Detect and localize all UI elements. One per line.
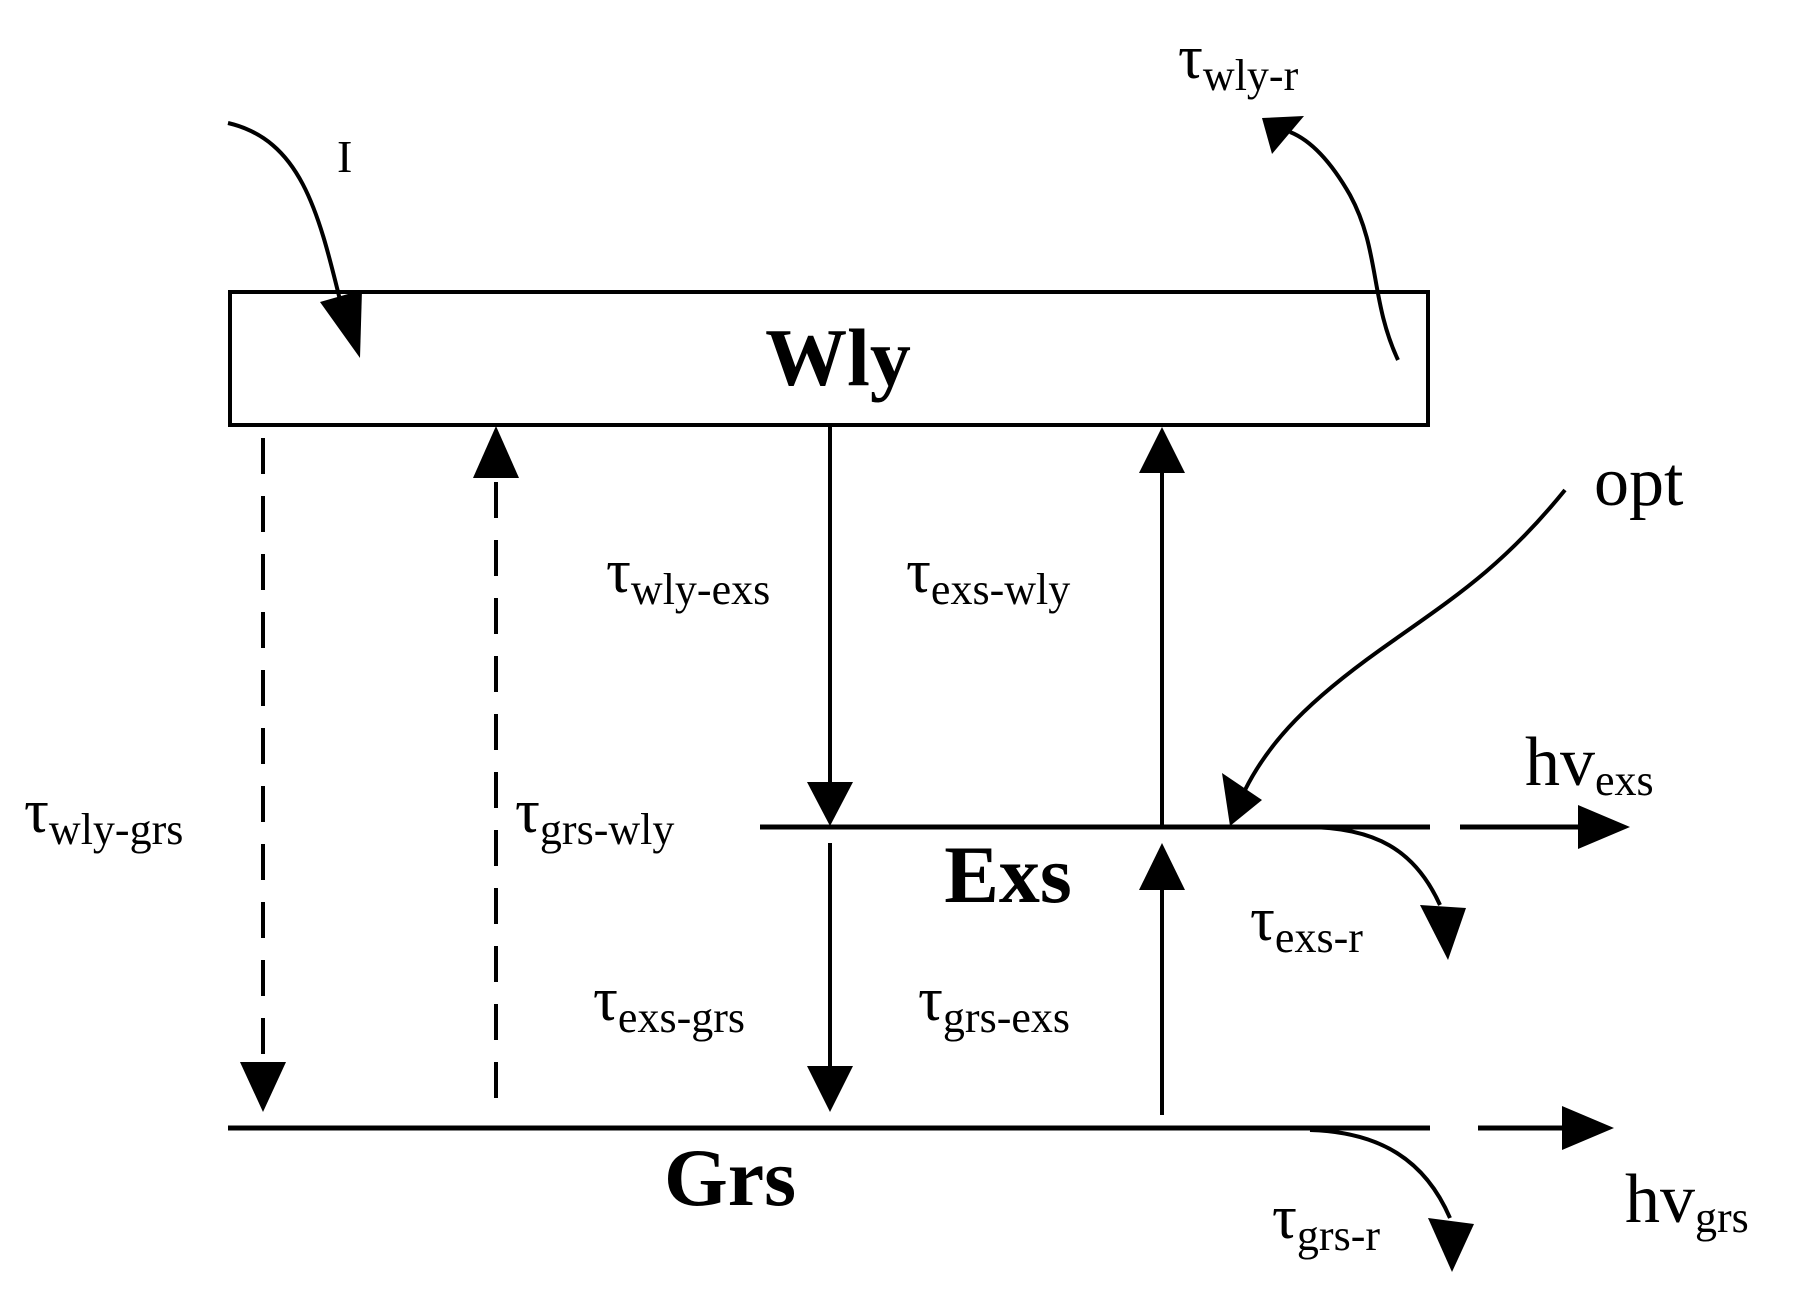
current-label: I — [337, 131, 352, 182]
grs-r-arrowhead — [1428, 1218, 1474, 1272]
exs-wly-arrowhead — [1139, 427, 1185, 473]
wly-grs-arrowhead — [240, 1062, 286, 1112]
tau-exs-grs-label: τexs-grs — [593, 966, 745, 1042]
exs-emission-arrowhead — [1578, 805, 1630, 849]
wly-label: Wly — [765, 312, 911, 403]
current-input-arrowhead — [320, 290, 362, 358]
optical-input-arrowhead — [1222, 773, 1262, 826]
wly-exs-arrowhead — [807, 782, 853, 826]
tau-wly-exs-label: τwly-exs — [606, 538, 770, 614]
exs-r-curve — [1304, 825, 1442, 906]
optical-label: opt — [1594, 444, 1684, 521]
hv-grs-label: hvgrs — [1625, 1161, 1749, 1242]
wly-r-arrowhead — [1262, 116, 1304, 154]
grs-wly-arrowhead — [473, 426, 519, 478]
tau-wly-r-label: τwly-r — [1178, 24, 1299, 100]
tau-grs-wly-label: τgrs-wly — [515, 778, 674, 854]
tau-exs-r-label: τexs-r — [1250, 886, 1363, 962]
exs-label: Exs — [944, 829, 1072, 920]
optical-input-curve — [1243, 488, 1567, 791]
current-input-curve — [227, 121, 342, 301]
grs-r-curve — [1309, 1128, 1452, 1219]
hv-exs-label: hvexs — [1525, 724, 1654, 805]
tau-grs-r-label: τgrs-r — [1272, 1184, 1380, 1260]
exs-grs-arrowhead — [807, 1066, 853, 1112]
grs-emission-arrowhead — [1562, 1106, 1614, 1150]
exs-r-arrowhead — [1420, 905, 1466, 960]
tau-grs-exs-label: τgrs-exs — [918, 966, 1070, 1042]
tau-wly-grs-label: τwly-grs — [24, 778, 183, 854]
tau-exs-wly-label: τexs-wly — [906, 538, 1070, 614]
grs-exs-arrowhead — [1139, 843, 1185, 890]
wly-level-box — [228, 290, 1430, 427]
grs-label: Grs — [664, 1132, 796, 1223]
wly-r-wavy-curve — [1289, 130, 1400, 361]
